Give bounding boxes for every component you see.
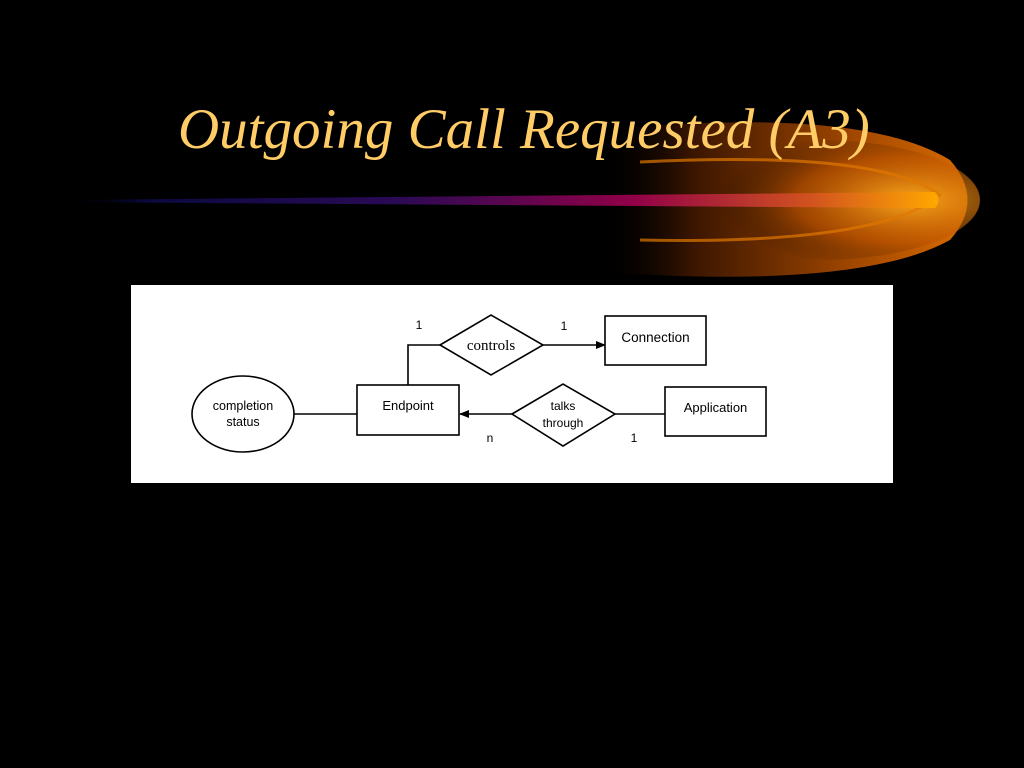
relationship-talks-through-label-line2: through xyxy=(543,416,584,430)
relationship-controls: controls xyxy=(438,314,545,376)
horizontal-streak xyxy=(60,192,939,208)
cardinality-controls-endpoint: 1 xyxy=(416,318,423,332)
er-diagram-canvas: controls talks through Connection Endpoi… xyxy=(191,314,767,453)
entity-endpoint-label: Endpoint xyxy=(382,398,434,413)
attribute-completion-status-line1: completion xyxy=(213,399,273,413)
slide-title: Outgoing Call Requested (A3) xyxy=(178,98,870,161)
er-diagram: controls talks through Connection Endpoi… xyxy=(131,285,893,483)
relationship-controls-label: controls xyxy=(467,338,515,354)
entity-connection-label: Connection xyxy=(621,330,689,345)
entity-connection: Connection xyxy=(604,315,707,366)
endpoint-to-controls-line xyxy=(407,344,440,385)
cardinality-talks-through-application: 1 xyxy=(631,431,638,445)
entity-endpoint: Endpoint xyxy=(356,384,460,436)
attribute-completion-status: completion status xyxy=(191,375,295,453)
cardinality-controls-connection: 1 xyxy=(561,319,568,333)
entity-application: Application xyxy=(664,386,767,437)
relationship-talks-through: talks through xyxy=(510,383,617,447)
cardinality-talks-through-endpoint: n xyxy=(487,431,494,445)
attribute-completion-status-line2: status xyxy=(226,415,259,429)
relationship-talks-through-label: talks xyxy=(551,399,576,413)
entity-application-label: Application xyxy=(684,400,748,415)
